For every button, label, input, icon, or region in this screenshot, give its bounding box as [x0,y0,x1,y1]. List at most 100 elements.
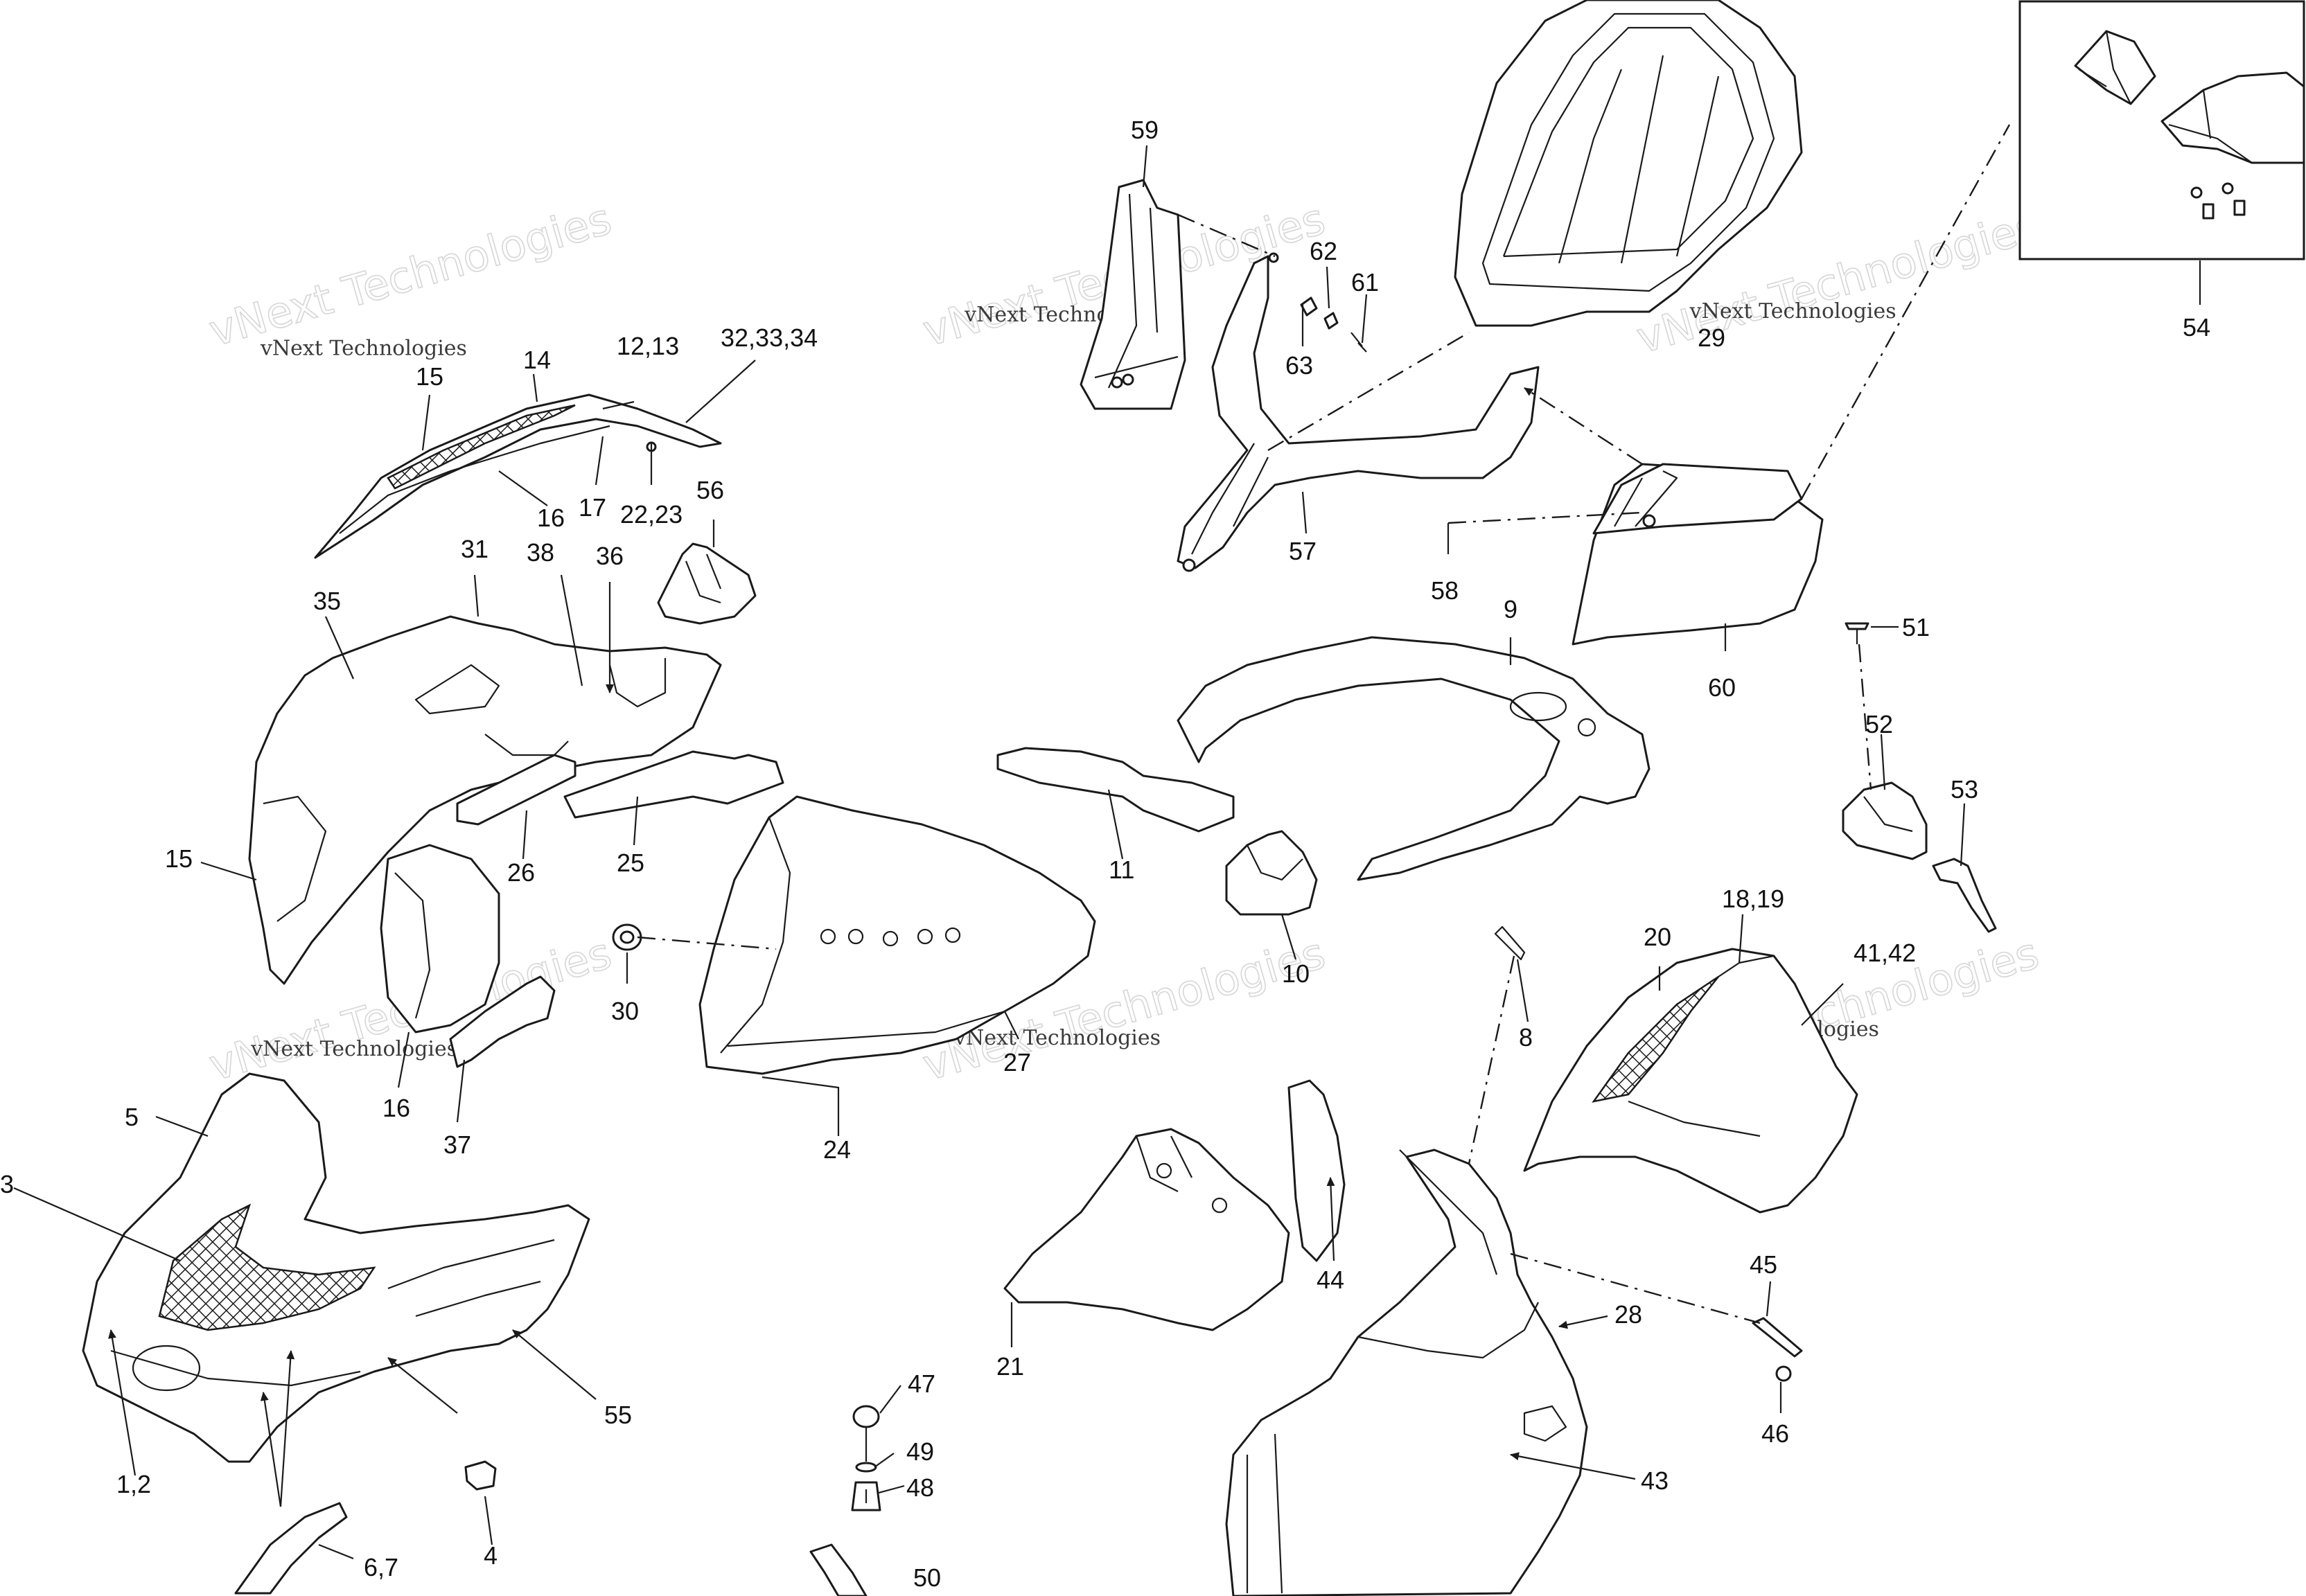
part-48-latch [851,1481,881,1511]
watermark-small-text: vNext Technologies [953,1026,1161,1050]
callout-28: 28 [1614,1300,1642,1329]
part-4-clip [464,1460,497,1491]
callout-14: 14 [523,346,551,374]
callout-49: 49 [906,1437,934,1466]
part-49-washer [855,1462,877,1473]
callout-53: 53 [1951,775,1978,804]
callout-26: 26 [507,858,535,887]
part-52-housing [1842,781,1928,860]
callout-56: 56 [696,476,724,504]
callout-55: 55 [604,1401,632,1429]
callout-58: 58 [1431,576,1459,605]
callout-54: 54 [2183,313,2210,342]
callout-60: 60 [1708,673,1736,702]
part-6-7-strip [234,1502,348,1595]
callout-35: 35 [313,587,341,615]
callout-50: 50 [913,1563,941,1592]
part-53-connector [1932,858,1997,933]
callout-52: 52 [1865,710,1893,738]
callout-27: 27 [1003,1048,1031,1076]
callout-22-23: 22,23 [620,500,683,529]
callout-3: 3 [0,1170,14,1198]
part-10-block [1225,830,1318,916]
callout-45: 45 [1750,1250,1777,1279]
part-29-windshield [1454,0,1803,327]
watermark-small-text: vNext Technologies [250,1037,457,1061]
callout-16-side: 16 [382,1094,410,1122]
part-47-ring [852,1405,880,1462]
part-45-bolt [1752,1317,1803,1358]
part-57-frame [1177,255,1540,572]
callout-24: 24 [823,1135,851,1164]
watermark-1: vNext Technologies vNext Technologies [203,193,617,360]
callout-5: 5 [125,1103,139,1131]
callout-16-top: 16 [537,504,565,532]
callout-11: 11 [1109,855,1134,884]
part-59-bracket [1080,179,1186,410]
part-37-clip [449,975,556,1068]
callout-38: 38 [527,538,554,567]
watermark-big-text: vNext Technologies [204,193,617,356]
callout-10: 10 [1282,959,1310,988]
part-15-top-spoiler [314,393,722,559]
watermark-small-text: vNext Technologies [1689,299,1896,323]
callout-61: 61 [1351,268,1379,296]
assembly-lines [637,124,2011,1324]
part-46-washer [1775,1365,1792,1382]
callout-9: 9 [1504,595,1517,623]
callout-47: 47 [908,1369,935,1398]
part-3-front-hood [82,1072,590,1463]
callout-18-19: 18,19 [1722,885,1784,913]
callout-46: 46 [1761,1419,1789,1448]
part-30-grommet [612,923,642,951]
part-9-frame [1177,636,1651,881]
callout-8: 8 [1519,1023,1533,1052]
callout-21: 21 [996,1352,1024,1381]
callout-29: 29 [1698,323,1725,352]
callout-numbers: 59 62 61 63 29 54 14 12,13 32,33,34 15 1… [0,116,2210,1592]
part-16-lower-panel [380,844,500,1034]
callout-36: 36 [596,542,624,570]
part-11-beam [996,747,1235,833]
callout-6-7: 6,7 [364,1553,398,1581]
part-35-side-panel [248,615,722,985]
watermark-small-text: vNext Technologies [260,336,467,360]
callout-43: 43 [1641,1466,1669,1495]
callout-15-side: 15 [165,844,193,873]
callout-51: 51 [1902,613,1930,641]
callout-59: 59 [1131,116,1159,144]
callout-20: 20 [1644,923,1671,951]
callout-25: 25 [617,849,644,877]
part-44-strip [1287,1079,1346,1262]
callout-62: 62 [1310,237,1337,265]
part-24-console [698,795,1096,1075]
callout-44: 44 [1317,1266,1344,1294]
part-28-43-lower-hood [1225,1149,1588,1596]
part-56-bracket [657,542,757,625]
callout-4: 4 [484,1541,498,1570]
callout-1-2: 1,2 [116,1470,151,1498]
part-61-63-hardware [1268,252,1367,353]
part-41-42-side-panel [1523,948,1858,1214]
part-21-panel [1003,1128,1290,1331]
callout-57: 57 [1289,537,1317,565]
parts [82,0,2305,1596]
callout-31: 31 [461,535,489,563]
part-50-strip [809,1543,868,1596]
callout-12-13: 12,13 [617,332,679,360]
part-54-inset-box [2018,0,2305,260]
leader-lines [13,145,2201,1560]
part-25-beam [563,750,784,819]
callout-15-top: 15 [416,362,443,391]
callout-41-42: 41,42 [1854,939,1916,967]
callout-63: 63 [1285,351,1313,380]
callout-48: 48 [906,1473,934,1502]
callout-30: 30 [611,997,639,1025]
part-8-rod [1494,925,1526,961]
callout-37: 37 [443,1130,471,1159]
part-51-screw [1845,622,1869,644]
callout-17: 17 [579,493,606,522]
part-60-deflector [1572,463,1824,646]
callout-32-33-34: 32,33,34 [721,323,818,352]
